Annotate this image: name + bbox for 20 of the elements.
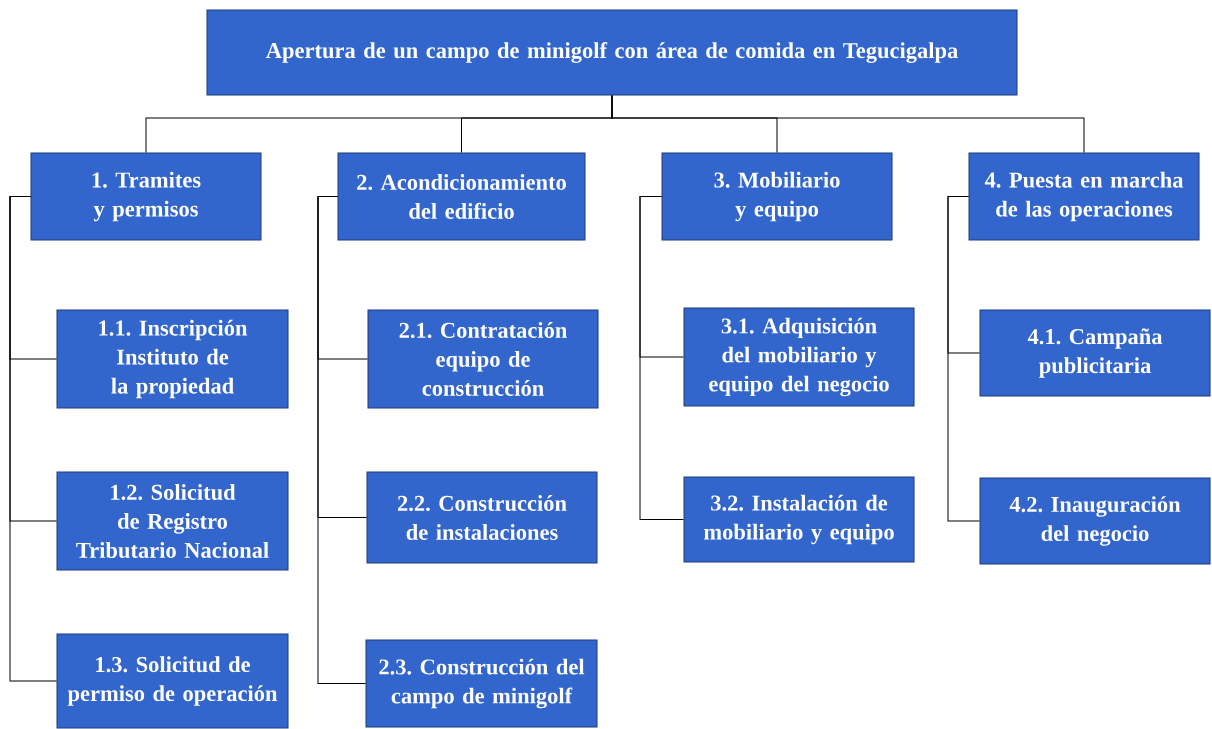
connector-line — [947, 196, 980, 522]
task-box: 2. Acondicionamiento del edificio — [337, 152, 586, 241]
connector-line — [611, 95, 1085, 153]
task-box: 1.2. Solicitud de Registro Tributario Nacional — [56, 471, 289, 571]
task-box: 3. Mobiliario y equipo — [661, 152, 893, 241]
task-box: 1.3. Solicitud de permiso de operación — [56, 633, 289, 729]
task-box: 2.2. Construcción de instalaciones — [366, 471, 598, 564]
connector-line — [9, 196, 57, 682]
task-box: 2.1. Contratación equipo de construcción — [367, 309, 599, 409]
task-box: 3.1. Adquisición del mobiliario y equipo del negocio — [683, 307, 915, 407]
task-box: 4. Puesta en marcha de las operaciones — [968, 152, 1200, 241]
task-box: 4.2. Inauguración del negocio — [979, 477, 1211, 565]
task-box: 4.1. Campaña publicitaria — [979, 309, 1211, 397]
connector-line — [317, 196, 366, 684]
task-box: 1. Tramites y permisos — [30, 152, 262, 241]
task-box: 3.2. Instalación de mobiliario y equipo — [683, 476, 915, 563]
task-box: 2.3. Construcción del campo de minigolf — [365, 639, 598, 728]
task-box: Apertura de un campo de minigolf con área de comida en Tegucigalpa — [206, 9, 1018, 96]
task-box: 1.1. Inscripción Instituto de la propiedad — [56, 309, 289, 409]
connector-line — [639, 196, 684, 520]
